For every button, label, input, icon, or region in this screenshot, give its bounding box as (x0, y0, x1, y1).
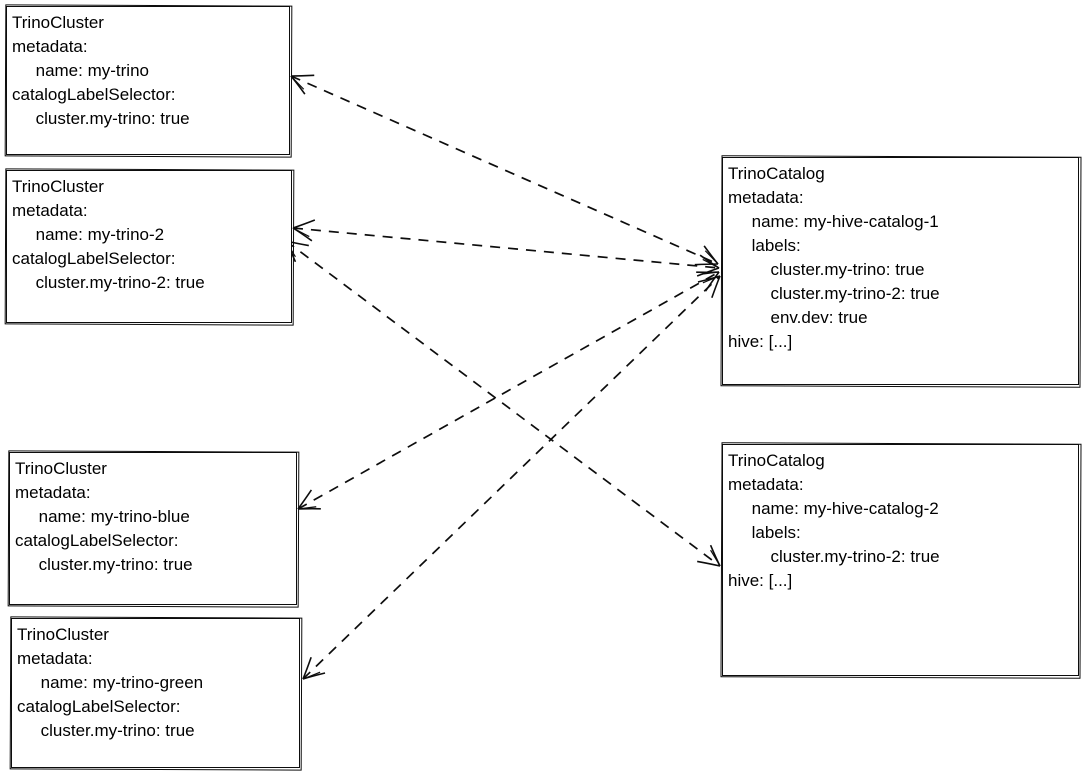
yaml-line: TrinoCluster (17, 625, 109, 644)
yaml-line: metadata: (12, 201, 88, 220)
yaml-line: name: my-trino-green (17, 673, 204, 692)
yaml-line: catalogLabelSelector: (17, 697, 181, 716)
trino-cluster-my-trino-box: TrinoCluster metadata: name: my-trino ca… (6, 6, 290, 155)
yaml-line: cluster.my-trino-2: true (728, 547, 940, 566)
yaml-line: cluster.my-trino: true (17, 721, 195, 740)
yaml-line: TrinoCatalog (728, 451, 825, 470)
yaml-line: metadata: (15, 483, 91, 502)
yaml-line: cluster.my-trino: true (15, 555, 193, 574)
yaml-line: labels: (728, 523, 801, 542)
edge-catalog2-to-my-trino-2 (285, 240, 721, 567)
yaml-line: cluster.my-trino: true (728, 260, 925, 279)
yaml-line: TrinoCluster (15, 459, 107, 478)
yaml-line: metadata: (728, 475, 804, 494)
trino-catalog-my-hive-catalog-1-box: TrinoCatalog metadata: name: my-hive-cat… (722, 157, 1079, 385)
yaml-line: name: my-hive-catalog-2 (728, 499, 939, 518)
yaml-line: name: my-trino (12, 61, 149, 80)
edge-catalog1-to-my-trino (290, 74, 719, 266)
edge-catalog1-to-my-trino-blue (297, 271, 720, 510)
yaml-line: metadata: (12, 37, 88, 56)
yaml-line: hive: [...] (728, 332, 793, 351)
yaml-line: catalogLabelSelector: (12, 85, 176, 104)
yaml-line: metadata: (728, 188, 804, 207)
yaml-line: metadata: (17, 649, 93, 668)
yaml-line: TrinoCatalog (728, 164, 825, 183)
yaml-line: TrinoCluster (12, 177, 104, 196)
trino-cluster-my-trino-2-box: TrinoCluster metadata: name: my-trino-2 … (6, 170, 292, 323)
yaml-line: catalogLabelSelector: (15, 531, 179, 550)
yaml-line: name: my-hive-catalog-1 (728, 212, 939, 231)
yaml-line: labels: (728, 236, 801, 255)
yaml-line: cluster.my-trino-2: true (728, 284, 940, 303)
edge-catalog1-to-my-trino-green (302, 275, 721, 680)
yaml-line: cluster.my-trino-2: true (12, 273, 205, 292)
yaml-line: cluster.my-trino: true (12, 109, 190, 128)
yaml-line: name: my-trino-blue (15, 507, 190, 526)
yaml-line: catalogLabelSelector: (12, 249, 176, 268)
yaml-line: TrinoCluster (12, 13, 104, 32)
edge-catalog1-to-my-trino-2 (292, 219, 720, 277)
yaml-line: hive: [...] (728, 571, 793, 590)
trino-cluster-my-trino-blue-box: TrinoCluster metadata: name: my-trino-bl… (9, 452, 297, 605)
yaml-line: name: my-trino-2 (12, 225, 165, 244)
trino-cluster-my-trino-green-box: TrinoCluster metadata: name: my-trino-gr… (11, 618, 300, 768)
yaml-line: env.dev: true (728, 308, 868, 327)
trino-catalog-my-hive-catalog-2-box: TrinoCatalog metadata: name: my-hive-cat… (722, 444, 1079, 676)
